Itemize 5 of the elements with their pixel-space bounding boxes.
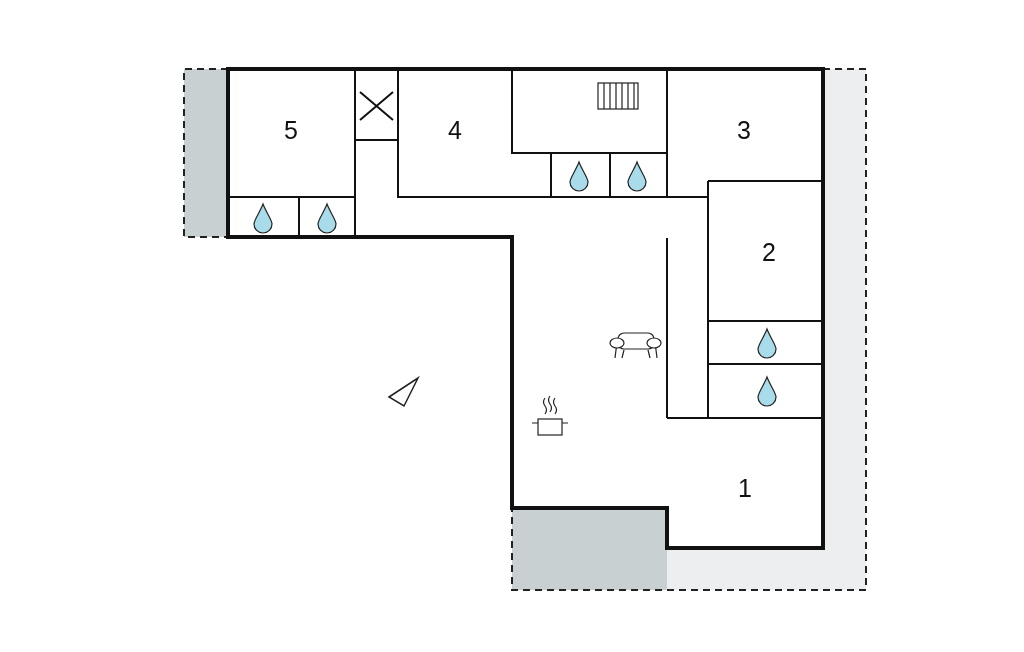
room-number: 1 xyxy=(738,475,752,501)
room-number: 4 xyxy=(448,117,462,143)
room-number: 2 xyxy=(762,239,776,265)
room-number: 5 xyxy=(284,117,298,143)
room-number: 3 xyxy=(737,117,751,143)
